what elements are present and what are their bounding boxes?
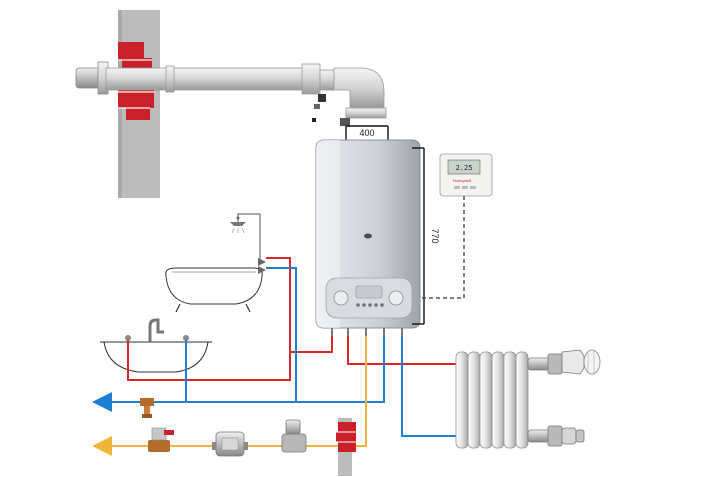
shower-valves[interactable]: [258, 258, 266, 274]
boiler-height-label: 770: [430, 228, 440, 243]
wall-upper: [116, 10, 160, 198]
thermostat-brand: Honeywell: [453, 178, 472, 183]
left-knob[interactable]: [333, 290, 349, 306]
gas-inlet-arrow-icon: [92, 436, 112, 456]
shower: [230, 213, 261, 262]
gas-pressure-regulator: [281, 419, 307, 453]
right-knob[interactable]: [388, 290, 404, 306]
bathtub: [165, 267, 263, 313]
radiator-lockshield-valve[interactable]: [527, 425, 585, 447]
wash-basin: [100, 318, 212, 373]
cold-water-pipes: [112, 267, 548, 437]
display-window: [355, 285, 383, 299]
width-dimension: 400: [345, 125, 389, 140]
radiator: [455, 351, 529, 449]
boiler-width-label: 400: [359, 128, 374, 138]
cold-inlet-arrow-icon: [92, 392, 112, 412]
gas-boiler: [315, 139, 421, 336]
flue-pipe: [75, 61, 387, 126]
gas-meter: [212, 431, 248, 457]
height-dimension: 770: [412, 147, 440, 325]
room-thermostat[interactable]: 2.25 Honeywell: [439, 153, 493, 197]
gas-pipe: [112, 336, 367, 447]
basin-faucet[interactable]: [148, 318, 164, 342]
thermostatic-radiator-valve[interactable]: [527, 349, 601, 375]
thermostat-cable: [420, 196, 465, 299]
boiler-logo: [364, 233, 372, 239]
wall-lower: [336, 418, 356, 476]
radiator-fins: [455, 351, 529, 449]
thermostat-display: 2.25: [456, 164, 473, 172]
water-filter-valve[interactable]: [140, 398, 154, 418]
gas-shutoff-valve[interactable]: [148, 427, 174, 452]
